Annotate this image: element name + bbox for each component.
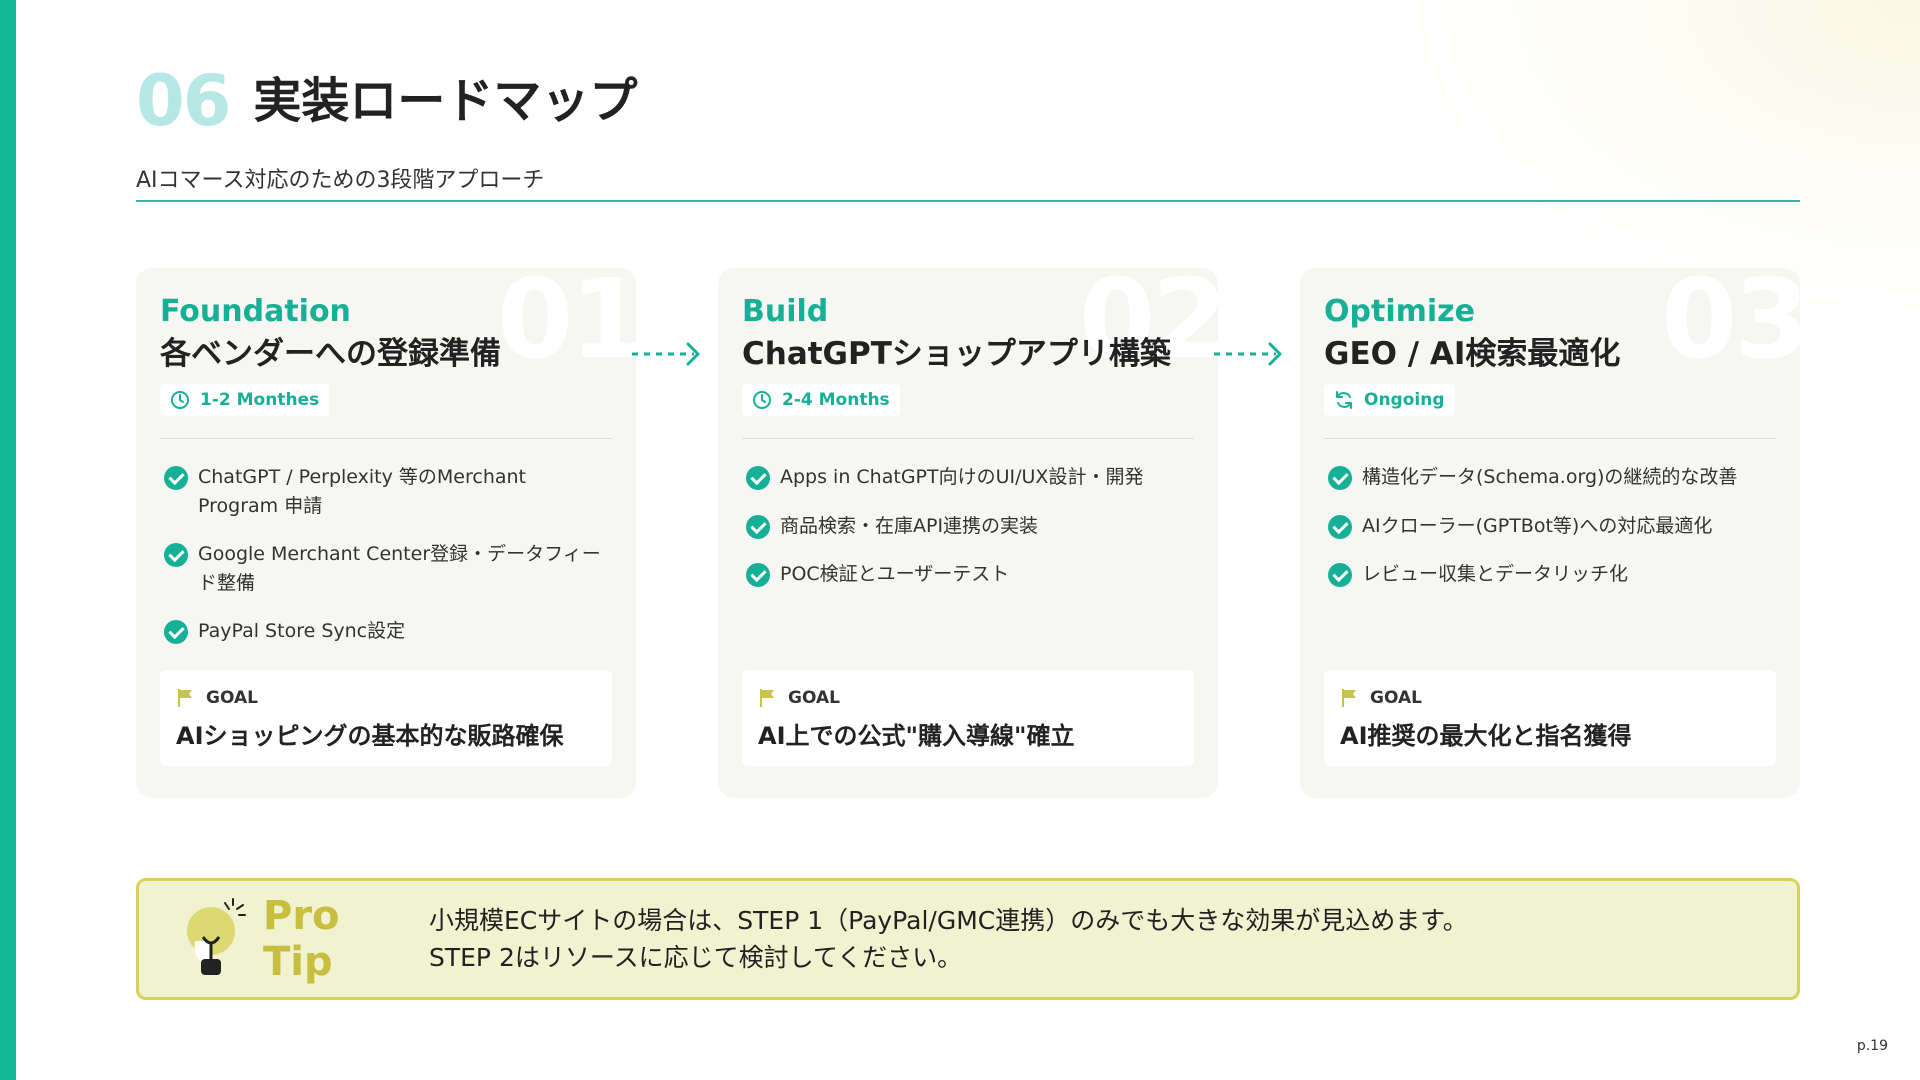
pro-tip-line: STEP 2はリソースに応じて検討してください。	[429, 939, 1468, 977]
check-circle-icon	[746, 515, 770, 539]
check-circle-icon	[746, 563, 770, 587]
duration-text: 2-4 Months	[782, 390, 890, 410]
goal-label: GOAL	[206, 688, 258, 708]
goal-text: AI上での公式"購入導線"確立	[758, 716, 1178, 751]
stage-title: 各ベンダーへの登録準備	[160, 334, 612, 374]
task-text: AIクローラー(GPTBot等)への対応最適化	[1362, 512, 1712, 541]
task-item: 商品検索・在庫API連携の実装	[742, 512, 1194, 541]
lightbulb-icon	[181, 897, 247, 981]
goal-header: GOAL	[176, 688, 596, 708]
stage-label: Foundation	[160, 294, 612, 330]
task-item: PayPal Store Sync設定	[160, 617, 612, 646]
check-circle-icon	[1328, 515, 1352, 539]
card-divider	[1324, 438, 1776, 439]
stage-title: ChatGPTショップアプリ構築	[742, 334, 1194, 374]
task-text: 商品検索・在庫API連携の実装	[780, 512, 1038, 541]
goal-box: GOAL AIショッピングの基本的な販路確保	[160, 670, 612, 766]
task-item: Google Merchant Center登録・データフィード整備	[160, 540, 612, 597]
section-number: 06	[136, 66, 229, 136]
stage-card-optimize: 03 Optimize GEO / AI検索最適化 Ongoing 構造化データ…	[1300, 268, 1800, 798]
card-divider	[742, 438, 1194, 439]
goal-text: AI推奨の最大化と指名獲得	[1340, 716, 1760, 751]
title-row: 06 実装ロードマップ	[136, 58, 1800, 144]
refresh-icon	[1334, 390, 1354, 410]
duration-text: 1-2 Monthes	[200, 390, 319, 410]
check-circle-icon	[164, 543, 188, 567]
task-text: PayPal Store Sync設定	[198, 617, 405, 646]
stage-card-foundation: 01 Foundation 各ベンダーへの登録準備 1-2 Monthes Ch…	[136, 268, 636, 798]
flag-icon	[176, 688, 194, 708]
check-circle-icon	[164, 466, 188, 490]
duration-badge: 1-2 Monthes	[160, 384, 329, 416]
goal-header: GOAL	[1340, 688, 1760, 708]
flag-icon	[1340, 688, 1358, 708]
task-item: 構造化データ(Schema.org)の継続的な改善	[1324, 463, 1776, 492]
task-item: POC検証とユーザーテスト	[742, 560, 1194, 589]
goal-text: AIショッピングの基本的な販路確保	[176, 716, 596, 751]
task-item: レビュー収集とデータリッチ化	[1324, 560, 1776, 589]
duration-badge: 2-4 Months	[742, 384, 900, 416]
goal-header: GOAL	[758, 688, 1178, 708]
check-circle-icon	[164, 620, 188, 644]
check-circle-icon	[1328, 563, 1352, 587]
clock-icon	[752, 390, 772, 410]
duration-text: Ongoing	[1364, 390, 1445, 410]
task-item: ChatGPT / Perplexity 等のMerchant Program …	[160, 463, 612, 520]
task-text: 構造化データ(Schema.org)の継続的な改善	[1362, 463, 1737, 492]
page-title: 実装ロードマップ	[253, 77, 637, 125]
task-list: 構造化データ(Schema.org)の継続的な改善 AIクローラー(GPTBot…	[1324, 463, 1776, 589]
stage-label: Build	[742, 294, 1194, 330]
pro-tip-text: 小規模ECサイトの場合は、STEP 1（PayPal/GMC連携）のみでも大きな…	[429, 902, 1468, 977]
check-circle-icon	[746, 466, 770, 490]
page-subtitle: AIコマース対応のための3段階アプローチ	[136, 162, 1800, 194]
accent-side-bar	[0, 0, 16, 1080]
goal-label: GOAL	[788, 688, 840, 708]
goal-label: GOAL	[1370, 688, 1422, 708]
task-text: Google Merchant Center登録・データフィード整備	[198, 540, 612, 597]
check-circle-icon	[1328, 466, 1352, 490]
task-text: ChatGPT / Perplexity 等のMerchant Program …	[198, 463, 612, 520]
header-divider	[136, 200, 1800, 202]
slide-header: 06 実装ロードマップ AIコマース対応のための3段階アプローチ	[136, 58, 1800, 194]
task-text: レビュー収集とデータリッチ化	[1362, 560, 1628, 589]
arrow-right-icon	[1214, 336, 1286, 372]
task-text: POC検証とユーザーテスト	[780, 560, 1009, 589]
goal-box: GOAL AI推奨の最大化と指名獲得	[1324, 670, 1776, 766]
flag-icon	[758, 688, 776, 708]
task-item: Apps in ChatGPT向けのUI/UX設計・開発	[742, 463, 1194, 492]
goal-box: GOAL AI上での公式"購入導線"確立	[742, 670, 1194, 766]
pro-tip-box: Pro Tip 小規模ECサイトの場合は、STEP 1（PayPal/GMC連携…	[136, 878, 1800, 1000]
card-divider	[160, 438, 612, 439]
task-text: Apps in ChatGPT向けのUI/UX設計・開発	[780, 463, 1143, 492]
arrow-right-icon	[632, 336, 704, 372]
stage-label: Optimize	[1324, 294, 1776, 330]
page-number: p.19	[1857, 1038, 1888, 1054]
task-item: AIクローラー(GPTBot等)への対応最適化	[1324, 512, 1776, 541]
pro-tip-line: 小規模ECサイトの場合は、STEP 1（PayPal/GMC連携）のみでも大きな…	[429, 902, 1468, 940]
task-list: Apps in ChatGPT向けのUI/UX設計・開発 商品検索・在庫API連…	[742, 463, 1194, 589]
stage-title: GEO / AI検索最適化	[1324, 334, 1776, 374]
task-list: ChatGPT / Perplexity 等のMerchant Program …	[160, 463, 612, 646]
pro-tip-label: Pro Tip	[263, 893, 413, 985]
duration-badge: Ongoing	[1324, 384, 1455, 416]
stage-card-build: 02 Build ChatGPTショップアプリ構築 2-4 Months App…	[718, 268, 1218, 798]
clock-icon	[170, 390, 190, 410]
